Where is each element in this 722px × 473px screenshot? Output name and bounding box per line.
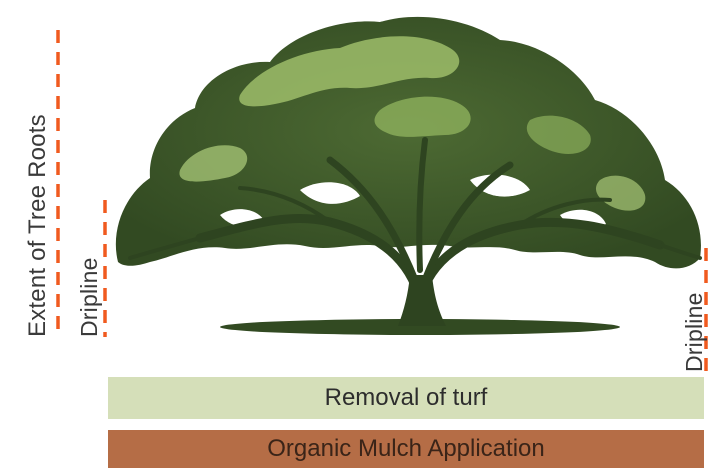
oak-tree-icon <box>116 17 701 335</box>
turf-removal-band: Removal of turf <box>108 377 704 419</box>
dripline-right-label: Dripline <box>683 292 706 372</box>
extent-of-roots-label: Extent of Tree Roots <box>26 114 50 337</box>
organic-mulch-band: Organic Mulch Application <box>108 430 704 468</box>
dripline-left-label: Dripline <box>78 257 101 337</box>
